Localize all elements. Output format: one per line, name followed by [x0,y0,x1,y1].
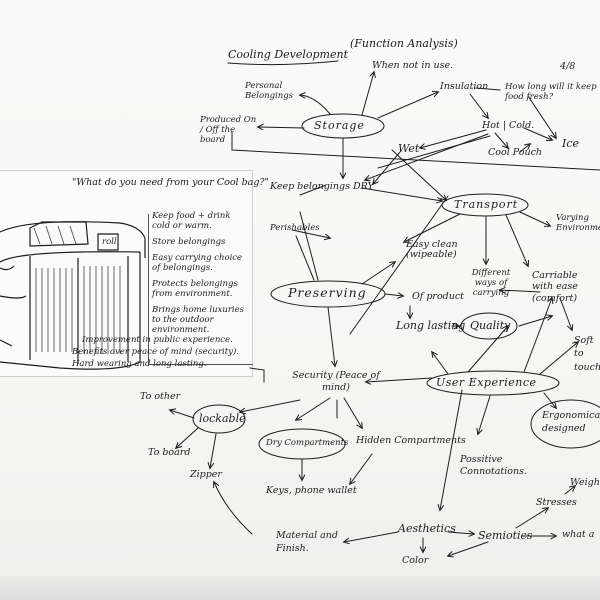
node-ice: Ice [562,137,580,150]
node-hidden-compartments: Hidden Compartments [356,435,466,446]
question-item-4: Protects belongings from environment. [152,279,238,299]
node-material-finish: Material and Finish. [276,530,338,554]
node-stresses: Stresses [536,497,577,508]
node-produced-on: Produced On / Off the board [200,115,257,146]
node-how-long: How long will it keep food fresh? [505,82,597,102]
node-user-experience: User Experience [436,376,537,389]
node-of-product: Of product [412,291,465,302]
node-different-ways: Different ways of carrying [471,268,511,299]
node-insulation: Insulation [440,81,489,92]
node-ergonomically-designed: Ergonomically designed [542,410,600,434]
page-number: 4/8 [560,61,576,72]
node-dry-compartments: Dry Compartments [266,438,349,448]
node-transport: Transport [454,198,519,211]
node-aesthetics: Aesthetics [398,522,456,535]
node-quality: Quality [470,319,511,332]
node-weight: Weight [570,477,600,488]
node-carriable: Carriable with ease (comfort) [532,270,578,304]
node-zipper: Zipper [190,469,222,480]
bag-label: roll [102,237,117,247]
node-what-a: what a [562,529,595,540]
question-note-1: Improvement in public experience. [82,335,233,345]
node-preserving: Preserving [288,285,367,300]
title-underline [227,60,339,66]
question-item-5: Brings home luxuries to the outdoor envi… [152,305,245,335]
node-semiotics: Semiotics [478,529,533,542]
question-note-2: Benefits over peace of mind (security). [72,347,239,357]
ergonomic-ellipse [530,399,600,449]
node-lockable: lockable [199,412,246,425]
node-to-other: To other [140,391,181,402]
cool-bag-sketch [0,221,146,370]
node-security: Security (Peace of mind) [292,370,380,393]
node-personal-belongings: Personal Belongings [245,81,294,101]
page-fold [0,576,600,600]
page-subtitle: (Function Analysis) [350,37,458,50]
question-item-1: Keep food + drink cold or warm. [152,211,231,231]
node-positive-connotations: Possitive Connotations. [460,454,528,478]
node-easy-clean: Easy clean (wipeable) [406,239,458,261]
node-varying-environments: Varying Environments [556,213,600,233]
quality-ellipse [460,312,518,340]
node-storage: Storage [314,119,365,132]
page-title: Cooling Development [228,48,349,61]
node-when-not-in-use: When not in use. [372,60,454,71]
node-hot-cold: Hot | Cold. [482,120,535,131]
node-long-lasting: Long lasting [396,319,466,332]
questions-bracket [148,214,253,365]
node-perishables: Perishables [270,223,320,233]
question-item-3: Easy carrying choice of belongings. [152,253,243,273]
node-keys-phone-wallet: Keys, phone wallet [266,485,357,496]
lockable-ellipse [192,404,246,434]
question-item-2: Store belongings [152,237,226,247]
node-cool-pouch: Cool Pouch [488,147,543,158]
user-experience-ellipse [426,370,560,396]
node-wet: Wet [398,142,420,155]
node-soft-to-touch: Soft to touch [574,335,600,373]
node-to-board: To board [148,447,191,458]
questions-heading: "What do you need from your Cool bag?" [72,177,269,188]
node-color: Color [402,555,429,566]
question-note-3: Hard wearing and long lasting. [72,359,207,369]
node-keep-dry: Keep belongings DRY [270,181,374,192]
